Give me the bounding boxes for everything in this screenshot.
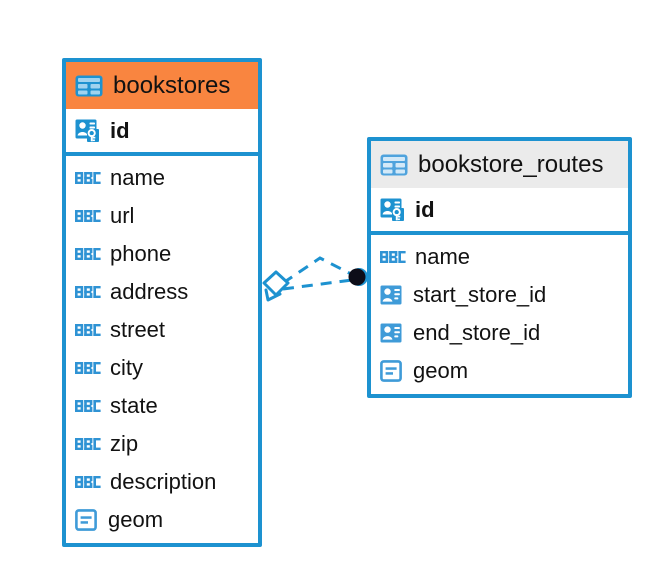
field-row[interactable]: start_store_id (371, 276, 628, 314)
geometry-type-icon (380, 360, 404, 382)
entity-header-bookstores[interactable]: bookstores (66, 62, 258, 109)
text-type-icon (75, 435, 101, 453)
field-label: name (415, 244, 471, 269)
text-type-icon (75, 397, 101, 415)
field-label: name (110, 165, 166, 190)
entity-bookstore-routes[interactable]: bookstore_routes (367, 137, 632, 398)
field-row[interactable]: street (66, 311, 258, 349)
field-row-primary-key[interactable]: id (66, 109, 258, 152)
field-label: address (110, 279, 189, 304)
text-type-icon (380, 248, 406, 266)
field-label: state (110, 393, 158, 418)
text-type-icon (75, 321, 101, 339)
table-icon (380, 154, 408, 176)
field-row[interactable]: phone (66, 235, 258, 273)
field-label: geom (108, 507, 164, 532)
entity-title: bookstore_routes (418, 150, 604, 178)
text-type-icon (75, 283, 101, 301)
field-label: url (110, 203, 135, 228)
text-type-icon (75, 207, 101, 225)
field-row[interactable]: city (66, 349, 258, 387)
field-row[interactable]: name (66, 159, 258, 197)
entity-bookstores[interactable]: bookstores (62, 58, 262, 547)
field-label: phone (110, 241, 172, 266)
field-label: zip (110, 431, 139, 456)
relationship-target-marker[interactable] (348, 268, 369, 286)
text-type-icon (75, 473, 101, 491)
field-label: city (110, 355, 143, 380)
field-row[interactable]: description (66, 463, 258, 501)
field-row[interactable]: geom (66, 501, 258, 539)
geometry-type-icon (75, 509, 99, 531)
field-row[interactable]: zip (66, 425, 258, 463)
field-list-bookstore-routes: name start_store_id end_store_id geom (371, 235, 628, 394)
primary-key-icon (380, 197, 406, 223)
field-label: geom (413, 358, 469, 383)
text-type-icon (75, 359, 101, 377)
field-label: description (110, 469, 217, 494)
foreign-key-icon (380, 284, 404, 306)
relationship-line-lower (282, 278, 353, 291)
primary-key-divider (371, 231, 628, 235)
text-type-icon (75, 169, 101, 187)
field-row[interactable]: address (66, 273, 258, 311)
foreign-key-icon (380, 322, 404, 344)
field-row[interactable]: url (66, 197, 258, 235)
field-row[interactable]: end_store_id (371, 314, 628, 352)
text-type-icon (75, 245, 101, 263)
field-label: start_store_id (413, 282, 547, 307)
field-list-bookstores: name url (66, 156, 258, 543)
field-row[interactable]: geom (371, 352, 628, 390)
field-label: end_store_id (413, 320, 541, 345)
field-row-primary-key[interactable]: id (371, 188, 628, 231)
relationship-line-upper (282, 256, 354, 285)
field-row[interactable]: state (66, 387, 258, 425)
field-label: id (110, 117, 130, 143)
field-row[interactable]: name (371, 238, 628, 276)
table-icon (75, 75, 103, 97)
primary-key-icon (75, 118, 101, 144)
entity-title: bookstores (113, 71, 231, 99)
entity-header-bookstore-routes[interactable]: bookstore_routes (371, 141, 628, 188)
primary-key-divider (66, 152, 258, 156)
field-label: id (415, 196, 435, 222)
relationship-source-marker[interactable] (262, 270, 290, 302)
field-label: street (110, 317, 166, 342)
